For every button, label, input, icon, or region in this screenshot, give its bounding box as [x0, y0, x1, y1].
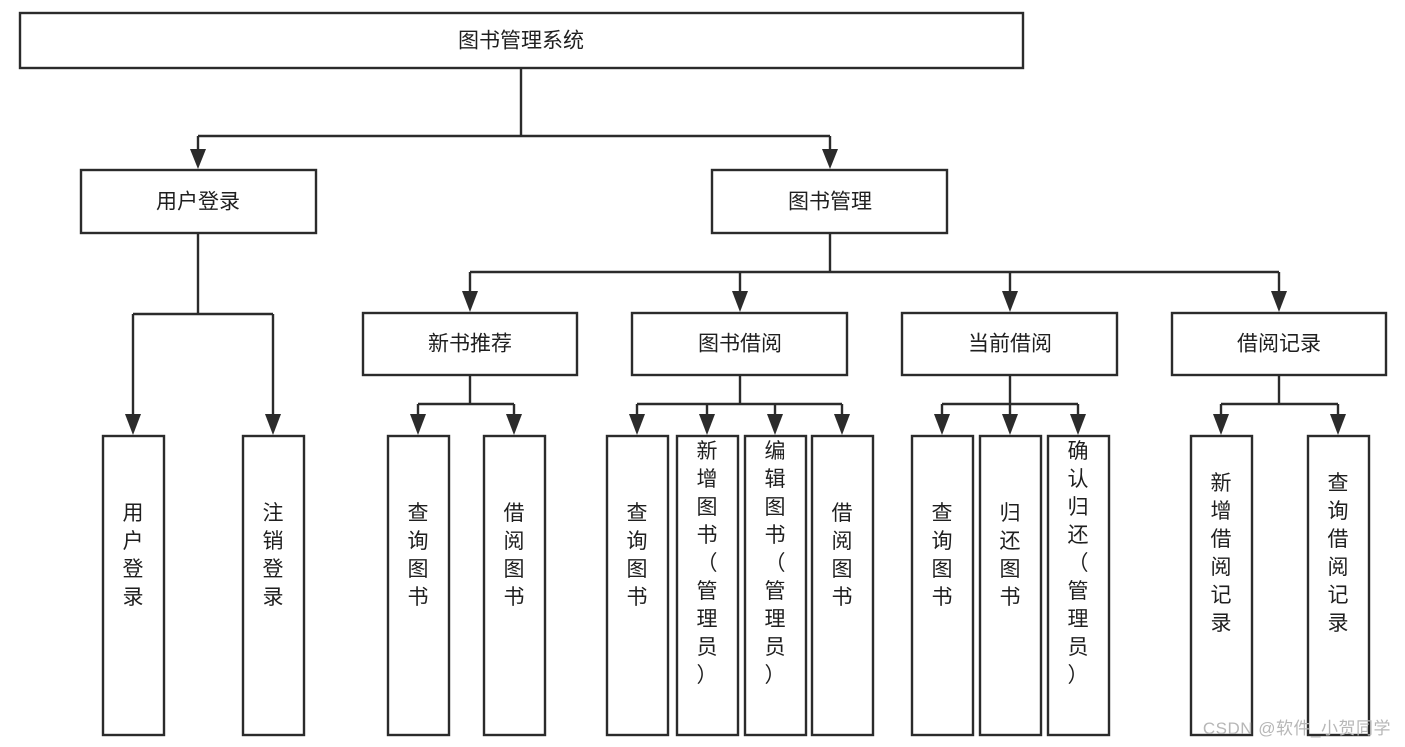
- node-leaf-add-record-box[interactable]: [1189, 434, 1254, 737]
- node-leaf-query-book-1[interactable]: 查询图书: [386, 434, 451, 737]
- node-leaf-query-record-box[interactable]: [1306, 434, 1371, 737]
- arrow-to-leaf-borrow-book-1: [506, 414, 522, 435]
- node-root[interactable]: 图书管理系统: [18, 11, 1025, 70]
- csdn-watermark: CSDN @软件_小贺同学: [1202, 719, 1391, 738]
- node-leaf-query-book-1-label: 查询图书: [408, 502, 429, 609]
- arrow-to-leaf-query-book-1: [410, 414, 426, 435]
- node-user-login-box[interactable]: [79, 168, 318, 235]
- node-leaf-edit-book[interactable]: 编辑图书（管理员）: [743, 434, 808, 737]
- arrow-to-book-borrow: [732, 291, 748, 312]
- node-new-book-rec-box[interactable]: [361, 311, 579, 377]
- node-leaf-query-record-label: 查询借阅记录: [1328, 472, 1349, 635]
- node-leaf-return-book-label: 归还图书: [1000, 502, 1021, 609]
- node-borrow-record-box[interactable]: [1170, 311, 1388, 377]
- arrow-to-leaf-return-book: [1002, 414, 1018, 435]
- connector-current-borrow-to-leaves: [934, 375, 1086, 435]
- node-current-borrow-box[interactable]: [900, 311, 1119, 377]
- node-leaf-borrow-book-2-box[interactable]: [810, 434, 875, 737]
- node-book-borrow-box[interactable]: [630, 311, 849, 377]
- node-leaf-confirm-return[interactable]: 确认归还（管理员）: [1046, 434, 1111, 737]
- node-leaf-user-login[interactable]: 用户登录: [101, 434, 166, 737]
- node-leaf-query-record[interactable]: 查询借阅记录: [1306, 434, 1371, 737]
- node-leaf-borrow-book-2[interactable]: 借阅图书: [810, 434, 875, 737]
- node-new-book-rec[interactable]: 新书推荐: [361, 311, 579, 377]
- node-leaf-query-book-1-box[interactable]: [386, 434, 451, 737]
- arrow-to-new-book-rec: [462, 291, 478, 312]
- node-leaf-query-book-3[interactable]: 查询图书: [910, 434, 975, 737]
- node-leaf-borrow-book-1-label: 借阅图书: [504, 502, 525, 609]
- node-leaf-return-book-box[interactable]: [978, 434, 1043, 737]
- arrow-to-current-borrow: [1002, 291, 1018, 312]
- arrow-to-leaf-add-record: [1213, 414, 1229, 435]
- connector-user-login-to-leaves: [125, 233, 281, 435]
- arrow-to-leaf-borrow-book-2: [834, 414, 850, 435]
- node-leaf-query-book-3-box[interactable]: [910, 434, 975, 737]
- node-leaf-add-record-label: 新增借阅记录: [1211, 472, 1232, 635]
- node-book-manage[interactable]: 图书管理: [710, 168, 949, 235]
- node-leaf-confirm-return-box[interactable]: [1046, 434, 1111, 737]
- node-leaf-logout-login[interactable]: 注销登录: [241, 434, 306, 737]
- node-leaf-user-login-box[interactable]: [101, 434, 166, 737]
- node-leaf-borrow-book-2-label: 借阅图书: [832, 502, 853, 609]
- arrow-to-book-manage: [822, 149, 838, 169]
- node-leaf-confirm-return-label: 确认归还（管理员）: [1068, 440, 1089, 687]
- node-borrow-record[interactable]: 借阅记录: [1170, 311, 1388, 377]
- node-leaf-logout-login-label: 注销登录: [263, 502, 284, 609]
- arrow-to-leaf-edit-book: [767, 414, 783, 435]
- node-book-borrow[interactable]: 图书借阅: [630, 311, 849, 377]
- node-leaf-query-book-2[interactable]: 查询图书: [605, 434, 670, 737]
- node-leaf-query-book-2-label: 查询图书: [627, 502, 648, 609]
- connector-new-book-rec-to-leaves: [410, 375, 522, 435]
- arrow-to-leaf-confirm-return: [1070, 414, 1086, 435]
- arrow-to-leaf-logout-login: [265, 414, 281, 435]
- node-new-book-rec-label: 新书推荐: [428, 333, 512, 356]
- node-current-borrow-label: 当前借阅: [968, 333, 1052, 356]
- node-leaf-return-book[interactable]: 归还图书: [978, 434, 1043, 737]
- connector-borrow-record-to-leaves: [1213, 375, 1346, 435]
- arrow-to-leaf-add-book: [699, 414, 715, 435]
- connector-book-borrow-to-leaves: [629, 375, 850, 435]
- node-user-login-label: 用户登录: [156, 191, 240, 214]
- node-leaf-add-book[interactable]: 新增图书（管理员）: [675, 434, 740, 737]
- node-leaf-borrow-book-1[interactable]: 借阅图书: [482, 434, 547, 737]
- node-root-label: 图书管理系统: [458, 30, 584, 53]
- node-user-login[interactable]: 用户登录: [79, 168, 318, 235]
- node-book-borrow-label: 图书借阅: [698, 333, 782, 356]
- arrow-to-user-login: [190, 149, 206, 169]
- connector-book-manage-to-level3: [462, 233, 1287, 312]
- node-leaf-user-login-label: 用户登录: [123, 502, 144, 609]
- connector-root-to-level2: [190, 68, 838, 169]
- node-leaf-edit-book-box[interactable]: [743, 434, 808, 737]
- arrow-to-borrow-record: [1271, 291, 1287, 312]
- node-book-manage-box[interactable]: [710, 168, 949, 235]
- node-leaf-edit-book-label: 编辑图书（管理员）: [765, 440, 786, 687]
- arrow-to-leaf-query-book-3: [934, 414, 950, 435]
- node-leaf-add-book-label: 新增图书（管理员）: [697, 440, 718, 687]
- node-current-borrow[interactable]: 当前借阅: [900, 311, 1119, 377]
- node-borrow-record-label: 借阅记录: [1237, 333, 1321, 356]
- node-leaf-logout-login-box[interactable]: [241, 434, 306, 737]
- node-book-manage-label: 图书管理: [788, 191, 872, 214]
- arrow-to-leaf-query-record: [1330, 414, 1346, 435]
- arrow-to-leaf-query-book-2: [629, 414, 645, 435]
- node-leaf-query-book-3-label: 查询图书: [932, 502, 953, 609]
- node-root-box[interactable]: [18, 11, 1025, 70]
- node-leaf-add-book-box[interactable]: [675, 434, 740, 737]
- node-leaf-borrow-book-1-box[interactable]: [482, 434, 547, 737]
- node-leaf-add-record[interactable]: 新增借阅记录: [1189, 434, 1254, 737]
- node-leaf-query-book-2-box[interactable]: [605, 434, 670, 737]
- arrow-to-leaf-user-login: [125, 414, 141, 435]
